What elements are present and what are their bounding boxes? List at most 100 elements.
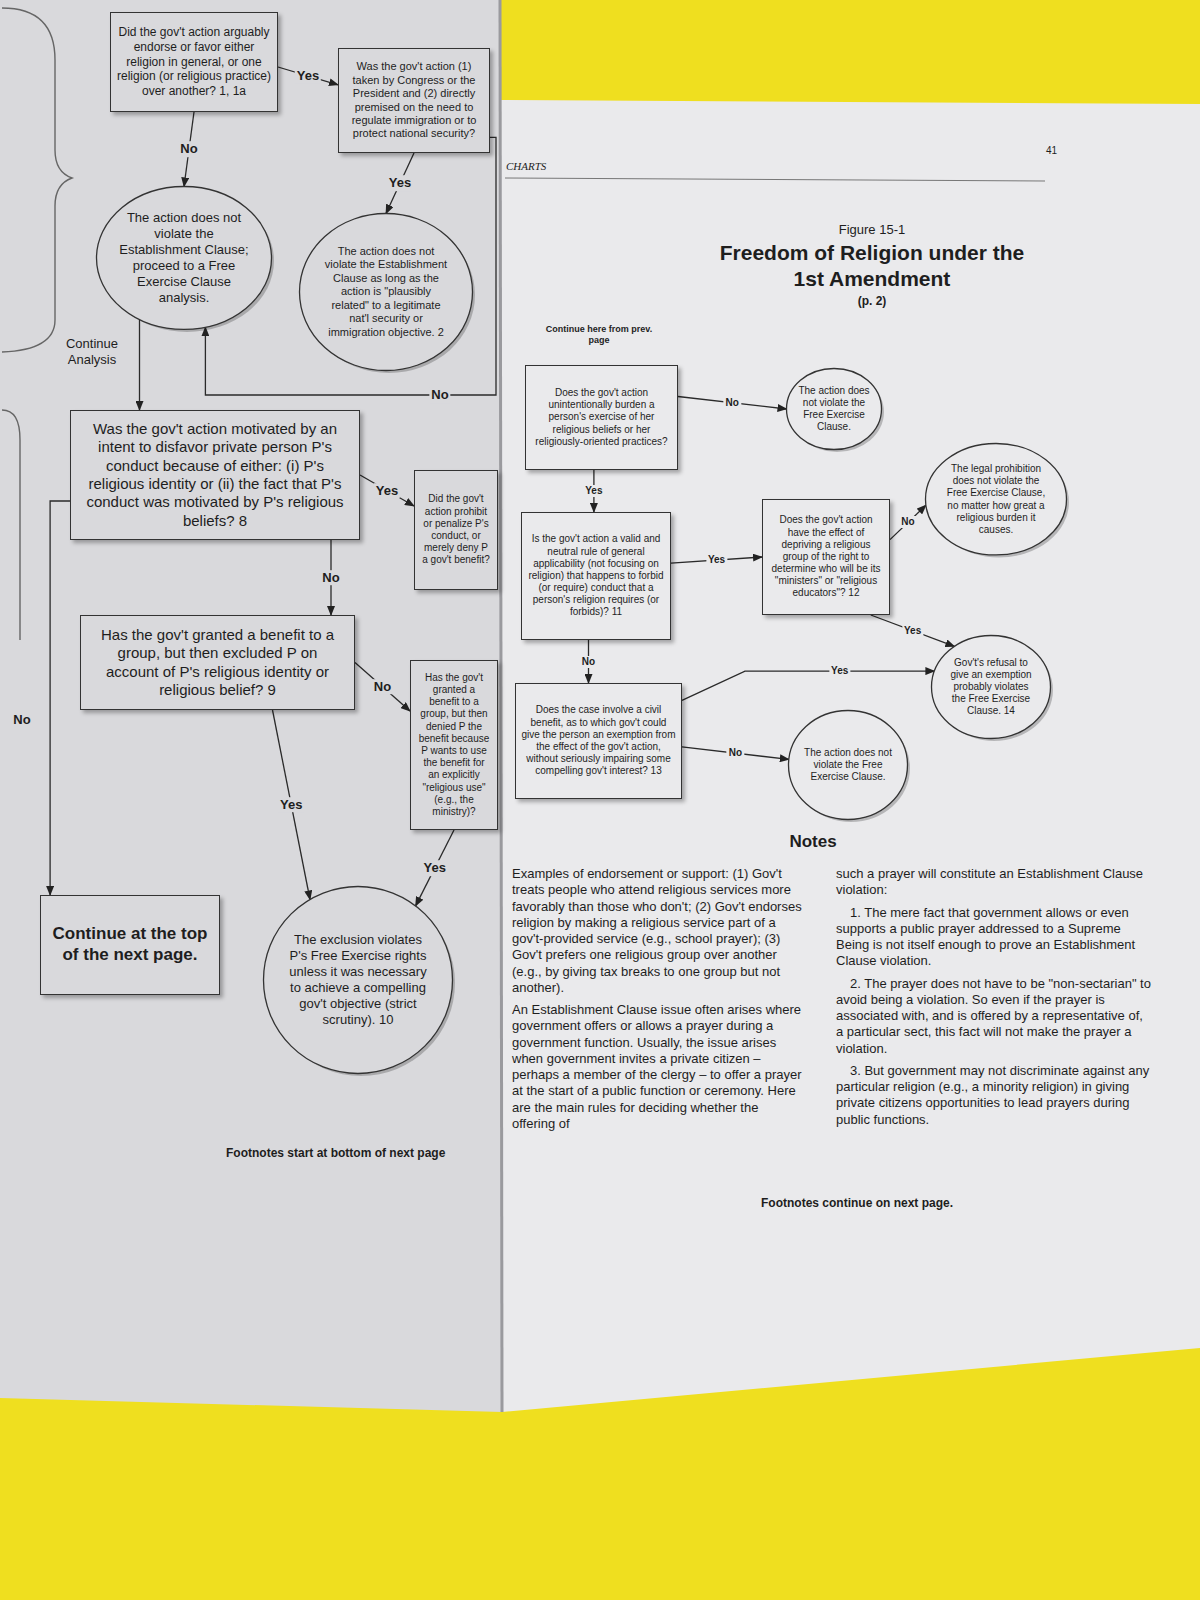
- node-text: Was the gov't action (1) taken by Congre…: [345, 60, 484, 140]
- connector: [273, 710, 311, 900]
- page-label: 41: [1046, 145, 1086, 157]
- edge-label: Yes: [829, 665, 850, 677]
- edge-label: No: [580, 656, 597, 668]
- margin-bracket: [2, 410, 20, 640]
- text-wrap: The legal prohibition does not violate t…: [943, 463, 1050, 536]
- note-paragraph: 2. The prayer does not have to be "non-s…: [836, 976, 1152, 1057]
- connector: [890, 505, 926, 539]
- edge-label: No: [724, 397, 741, 409]
- text-wrap: Continue at the top of the next page.: [50, 924, 211, 965]
- connector: [678, 397, 787, 410]
- edge-label: No: [429, 387, 450, 403]
- decision-ellipse: The action does not violate the Free Exe…: [787, 709, 909, 821]
- edge-label: Yes: [374, 483, 400, 499]
- decision-ellipse: The action does not violate the Establis…: [95, 185, 273, 331]
- process-box: Is the gov't action a valid and neutral …: [521, 512, 671, 640]
- edge-label: No: [372, 679, 393, 695]
- node-text: The action does not violate the Free Exe…: [798, 385, 871, 434]
- note-paragraph: such a prayer will constitute an Establi…: [836, 866, 1152, 899]
- decision-ellipse: The exclusion violates P's Free Exercise…: [262, 885, 454, 1075]
- decision-ellipse: Gov't's refusal to give an exemption pro…: [930, 634, 1052, 740]
- connector: [386, 153, 414, 214]
- process-box: Has the gov't granted a benefit to a gro…: [80, 615, 355, 710]
- left-page: [0, 0, 502, 1412]
- page-label: Footnotes continue on next page.: [657, 1196, 1057, 1210]
- node-text: The exclusion violates P's Free Exercise…: [287, 932, 429, 1027]
- edge-label: No: [320, 570, 341, 586]
- page-label: Continue here from prev. page: [540, 324, 658, 346]
- node-text: Gov't's refusal to give an exemption pro…: [946, 657, 1036, 718]
- process-box: Does the gov't action unintentionally bu…: [525, 365, 678, 470]
- text-wrap: The action does not violate the Free Exe…: [803, 747, 893, 784]
- ellipse-shape: [300, 214, 473, 371]
- page-label: Notes: [768, 832, 858, 852]
- notes-column: such a prayer will constitute an Establi…: [836, 866, 1152, 1134]
- decision-ellipse: The action does not violate the Establis…: [298, 212, 474, 372]
- connector: [355, 663, 410, 712]
- edge-label: Yes: [902, 625, 923, 637]
- edge-label: Yes: [706, 554, 727, 566]
- edge-label: No: [899, 516, 916, 528]
- text-wrap: Is the gov't action a valid and neutral …: [528, 533, 665, 618]
- note-paragraph: Examples of endorsement or support: (1) …: [512, 866, 804, 996]
- process-box: Continue at the top of the next page.: [40, 895, 220, 995]
- text-wrap: Has the gov't granted a benefit to a gro…: [417, 672, 492, 818]
- decision-ellipse: The legal prohibition does not violate t…: [924, 442, 1068, 557]
- text-wrap: The exclusion violates P's Free Exercise…: [287, 932, 429, 1027]
- right-page: [500, 100, 1200, 1412]
- node-text: The action does not violate the Establis…: [321, 245, 451, 339]
- page-label: Figure 15-1: [772, 222, 972, 238]
- connector: [682, 671, 934, 700]
- ellipse-shape: [926, 444, 1067, 555]
- edge-label: No: [178, 141, 199, 157]
- text-wrap: Does the gov't action unintentionally bu…: [532, 387, 672, 448]
- text-wrap: Did the gov't action arguably endorse or…: [117, 25, 272, 98]
- edge-label: Continue Analysis: [53, 336, 132, 367]
- notes-column: Examples of endorsement or support: (1) …: [512, 866, 804, 1138]
- ellipse-shape: [787, 369, 882, 450]
- edge-label: No: [727, 747, 744, 759]
- decision-ellipse: The action does not violate the Free Exe…: [785, 367, 883, 451]
- text-wrap: Was the gov't action motivated by an int…: [80, 420, 351, 530]
- node-text: Does the case involve a civil benefit, a…: [522, 704, 676, 777]
- process-box: Was the gov't action (1) taken by Congre…: [338, 48, 490, 153]
- text-wrap: Was the gov't action (1) taken by Congre…: [345, 60, 484, 140]
- edge-label: Yes: [278, 797, 304, 813]
- edge-label: Yes: [422, 860, 448, 876]
- text-wrap: Does the gov't action have the effect of…: [769, 514, 884, 599]
- connector: [50, 501, 70, 895]
- connector: [682, 747, 789, 760]
- node-text: Has the gov't granted a benefit to a gro…: [417, 672, 492, 818]
- node-text: Continue at the top of the next page.: [50, 924, 211, 965]
- margin-bracket: [2, 8, 72, 352]
- node-text: The legal prohibition does not violate t…: [943, 463, 1050, 536]
- process-box: Does the case involve a civil benefit, a…: [515, 683, 682, 799]
- edge-label: Yes: [295, 68, 321, 84]
- connector: [416, 830, 454, 906]
- node-text: The action does not violate the Free Exe…: [803, 747, 893, 784]
- process-box: Has the gov't granted a benefit to a gro…: [410, 660, 498, 830]
- connector: [278, 67, 338, 85]
- edge-label: Yes: [583, 485, 604, 497]
- node-text: Is the gov't action a valid and neutral …: [528, 533, 665, 618]
- page-label: (p. 2): [822, 294, 922, 308]
- process-box: Did the gov't action prohibit or penaliz…: [414, 470, 498, 590]
- note-paragraph: 3. But government may not discriminate a…: [836, 1063, 1152, 1128]
- text-wrap: The action does not violate the Establis…: [321, 245, 451, 339]
- ellipse-shape: [97, 187, 272, 330]
- ellipse-shape: [932, 636, 1051, 739]
- node-text: Does the gov't action have the effect of…: [769, 514, 884, 599]
- text-wrap: Gov't's refusal to give an exemption pro…: [946, 657, 1036, 718]
- header-rule: [505, 178, 1045, 181]
- node-text: Has the gov't granted a benefit to a gro…: [90, 626, 346, 699]
- text-wrap: Does the case involve a civil benefit, a…: [522, 704, 676, 777]
- node-text: The action does not violate the Establis…: [118, 210, 250, 305]
- page-label: CHARTS: [506, 160, 626, 173]
- note-paragraph: 1. The mere fact that government allows …: [836, 905, 1152, 970]
- connector: [139, 320, 140, 410]
- node-text: Was the gov't action motivated by an int…: [80, 420, 351, 530]
- text-wrap: Did the gov't action prohibit or penaliz…: [421, 493, 492, 566]
- node-text: Did the gov't action prohibit or penaliz…: [421, 493, 492, 566]
